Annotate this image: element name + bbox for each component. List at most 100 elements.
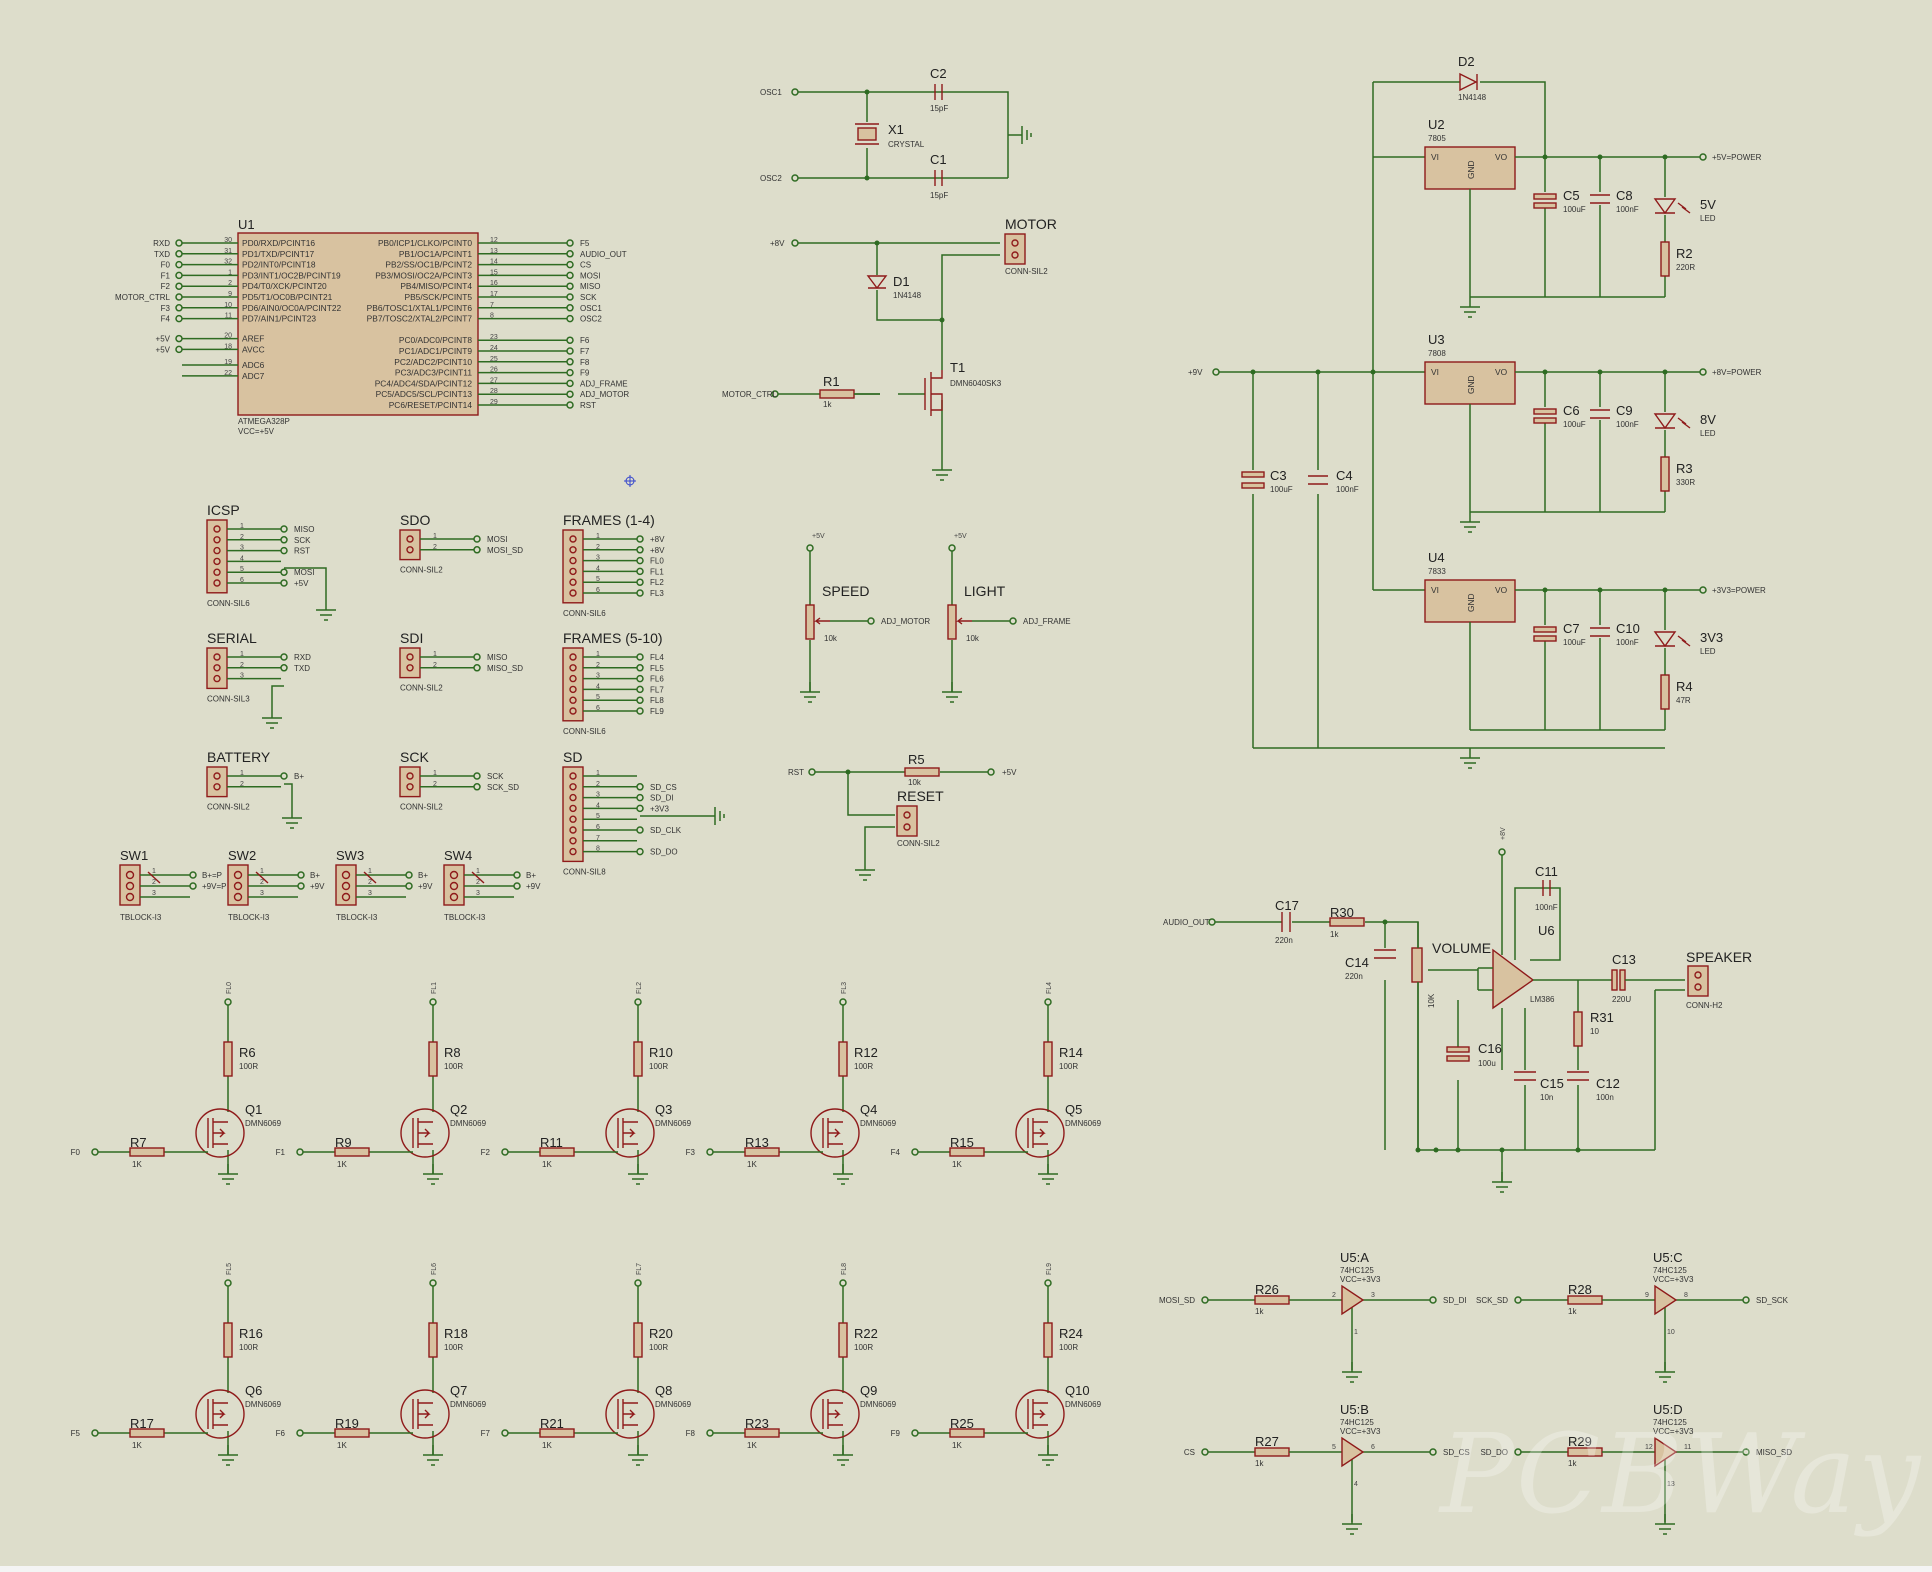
net-terminal[interactable]	[566, 336, 574, 344]
net-terminal[interactable]	[280, 546, 288, 555]
mosfet-symbol[interactable]	[810, 1108, 860, 1158]
net-terminal[interactable]	[473, 783, 481, 791]
net-terminal[interactable]	[297, 871, 305, 879]
net-terminal[interactable]	[280, 653, 288, 661]
net-terminal[interactable]	[566, 358, 574, 366]
net-terminal[interactable]	[280, 536, 288, 544]
resistor-r31[interactable]	[1573, 1011, 1583, 1047]
net-terminal[interactable]	[636, 793, 644, 802]
audio-amplifier[interactable]: AUDIO_OUTC17220nR301kC14220nVOLUME10K+8V…	[1163, 827, 1752, 1193]
net-terminal[interactable]	[280, 568, 288, 576]
net-terminal[interactable]	[636, 826, 644, 834]
net-terminal[interactable]	[867, 617, 875, 625]
net-terminal[interactable]	[636, 589, 644, 597]
drain-resistor[interactable]	[428, 1041, 438, 1077]
diode-d1[interactable]	[866, 275, 888, 290]
net-terminal[interactable]	[1742, 1448, 1750, 1456]
net-terminal[interactable]	[1044, 998, 1052, 1006]
net-terminal[interactable]	[175, 260, 183, 269]
net-terminal[interactable]	[501, 1148, 509, 1156]
net-terminal[interactable]	[566, 239, 574, 247]
net-terminal[interactable]	[636, 804, 644, 813]
net-terminal[interactable]	[1044, 1279, 1052, 1287]
net-terminal[interactable]	[634, 1279, 642, 1287]
net-terminal[interactable]	[806, 544, 814, 552]
gate-resistor[interactable]	[129, 1428, 165, 1438]
resistor[interactable]	[1660, 241, 1670, 277]
net-terminal[interactable]	[189, 871, 197, 879]
mosfet-t1[interactable]	[924, 370, 943, 416]
net-terminal[interactable]	[513, 871, 521, 879]
net-terminal[interactable]	[175, 314, 183, 323]
net-terminal[interactable]	[1429, 1448, 1437, 1456]
net-terminal[interactable]	[175, 282, 183, 290]
motor-connector[interactable]	[1004, 233, 1026, 265]
net-terminal[interactable]	[636, 685, 644, 694]
net-terminal[interactable]	[296, 1429, 304, 1437]
net-terminal[interactable]	[566, 390, 574, 398]
gate-resistor[interactable]	[539, 1147, 575, 1157]
net-terminal[interactable]	[636, 535, 644, 543]
net-terminal[interactable]	[1208, 918, 1216, 926]
net-terminal[interactable]	[189, 882, 197, 890]
net-terminal[interactable]	[636, 556, 644, 565]
u1-microcontroller[interactable]: U1 ATMEGA328P VCC=+5V PD0/RXD/PCINT1630R…	[115, 217, 629, 436]
net-terminal[interactable]	[175, 334, 183, 343]
net-terminal[interactable]	[636, 696, 644, 704]
osc2-terminal[interactable]	[791, 174, 799, 182]
drain-resistor[interactable]	[428, 1322, 438, 1358]
buffer-resistor[interactable]	[1254, 1447, 1290, 1457]
net-terminal[interactable]	[566, 401, 574, 409]
gate-resistor[interactable]	[334, 1428, 370, 1438]
net-terminal[interactable]	[839, 1279, 847, 1287]
volume-pot[interactable]	[1411, 947, 1423, 983]
net-terminal[interactable]	[636, 653, 644, 661]
resistor-r5[interactable]	[904, 767, 940, 777]
net-terminal[interactable]	[1201, 1296, 1209, 1304]
mosfet-symbol[interactable]	[1015, 1108, 1065, 1158]
net-terminal[interactable]	[1699, 153, 1707, 161]
net-terminal[interactable]	[405, 871, 413, 879]
resistor[interactable]	[1660, 674, 1670, 710]
net-terminal[interactable]	[296, 1148, 304, 1156]
net-terminal[interactable]	[1009, 617, 1017, 625]
gate-resistor[interactable]	[744, 1428, 780, 1438]
drain-resistor[interactable]	[633, 1322, 643, 1358]
net-terminal[interactable]	[224, 998, 232, 1006]
net-terminal[interactable]	[473, 772, 481, 780]
net-terminal[interactable]	[175, 239, 183, 247]
net-terminal[interactable]	[175, 293, 183, 301]
gate-resistor[interactable]	[744, 1147, 780, 1157]
net-terminal[interactable]	[636, 707, 644, 715]
net-terminal[interactable]	[634, 998, 642, 1006]
mosfet-symbol[interactable]	[605, 1108, 655, 1158]
net-terminal[interactable]	[566, 304, 574, 312]
speaker-connector[interactable]	[1687, 965, 1709, 997]
resistor-r30[interactable]	[1329, 917, 1365, 927]
drain-resistor[interactable]	[1043, 1041, 1053, 1077]
net-terminal[interactable]	[280, 772, 288, 780]
net-terminal[interactable]	[175, 271, 183, 280]
gate-resistor[interactable]	[129, 1147, 165, 1157]
motor-driver[interactable]: +8V MOTOR CONN-SIL2 D1 1N4148 MOTOR_CTRL…	[722, 216, 1057, 481]
net-terminal[interactable]	[636, 664, 644, 672]
net-terminal[interactable]	[280, 579, 288, 587]
net-terminal[interactable]	[948, 544, 956, 552]
net-terminal[interactable]	[636, 847, 644, 856]
net-terminal[interactable]	[91, 1429, 99, 1437]
